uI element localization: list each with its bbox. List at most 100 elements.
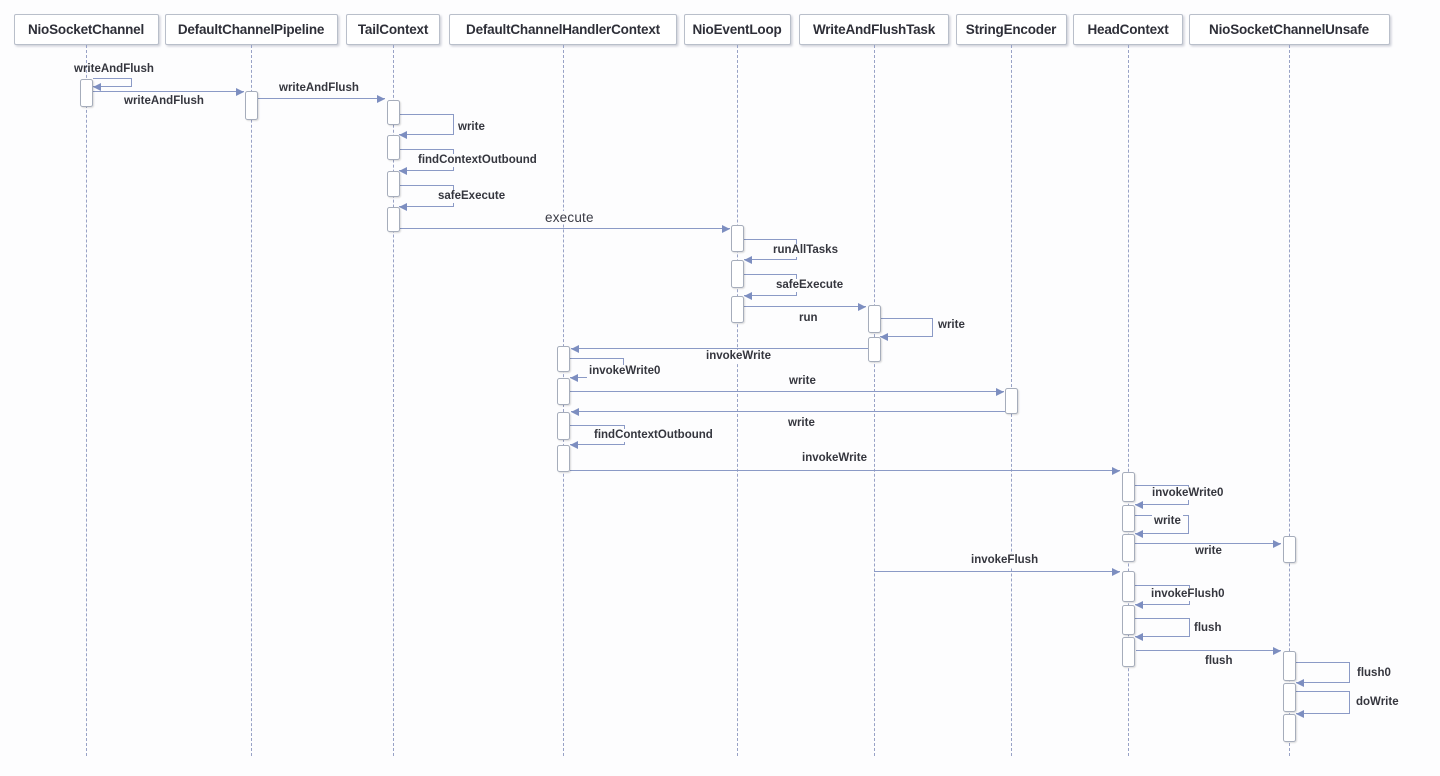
message-line	[570, 470, 1120, 472]
activation-bar	[1122, 571, 1135, 602]
message-label: write	[786, 417, 817, 430]
message-line	[258, 98, 385, 100]
arrowhead-icon	[377, 94, 385, 103]
lifeline	[1128, 45, 1129, 756]
arrowhead-icon	[1112, 466, 1120, 475]
activation-bar	[80, 79, 93, 107]
activation-bar	[731, 296, 744, 323]
arrowhead-icon	[880, 332, 888, 341]
activation-bar	[1283, 651, 1296, 681]
arrowhead-icon	[399, 130, 407, 139]
arrowhead-icon	[1273, 539, 1281, 548]
message-label: findContextOutbound	[416, 154, 539, 167]
participant-box: DefaultChannelPipeline	[164, 14, 338, 45]
lifeline	[86, 45, 87, 756]
participant-box: NioSocketChannel	[13, 14, 159, 45]
message-label: invokeWrite0	[587, 365, 663, 378]
participant-box: StringEncoder	[955, 14, 1067, 45]
participant-label: DefaultChannelHandlerContext	[466, 22, 660, 37]
activation-bar	[557, 412, 570, 440]
activation-bar	[868, 305, 881, 333]
activation-bar	[557, 445, 570, 472]
participant-label: NioSocketChannelUnsafe	[1209, 22, 1369, 37]
message-label: run	[797, 312, 820, 325]
arrowhead-icon	[1296, 709, 1304, 718]
activation-bar	[1122, 637, 1135, 667]
self-call-loop	[93, 78, 132, 87]
activation-bar	[731, 225, 744, 252]
message-label: writeAndFlush	[122, 95, 206, 108]
arrowhead-icon	[1135, 632, 1143, 641]
arrowhead-icon	[996, 387, 1004, 396]
arrowhead-icon	[571, 407, 579, 416]
arrowhead-icon	[570, 373, 578, 382]
arrowhead-icon	[722, 224, 730, 233]
message-label: invokeFlush	[969, 554, 1041, 567]
activation-bar	[1122, 605, 1135, 635]
activation-bar	[1283, 714, 1296, 742]
activation-bar	[1122, 472, 1135, 502]
self-call-loop	[880, 318, 933, 337]
lifeline	[393, 45, 394, 756]
message-line	[571, 411, 1005, 413]
activation-bar	[1283, 536, 1296, 563]
activation-bar	[387, 207, 400, 232]
message-label: invokeWrite0	[1150, 487, 1226, 500]
activation-bar	[868, 337, 881, 362]
message-label: writeAndFlush	[277, 82, 361, 95]
message-label: write	[787, 375, 818, 388]
message-label: flush	[1203, 655, 1235, 668]
message-label: safeExecute	[774, 279, 846, 292]
message-label: invokeWrite	[800, 452, 869, 465]
message-line	[93, 91, 244, 93]
participant-box: HeadContext	[1073, 14, 1183, 45]
activation-bar	[1122, 534, 1135, 562]
message-line	[400, 228, 730, 230]
arrowhead-icon	[93, 82, 101, 91]
self-call-loop	[399, 114, 454, 135]
message-label: findContextOutbound	[592, 429, 715, 442]
participant-box: TailContext	[346, 14, 440, 45]
arrowhead-icon	[571, 344, 579, 353]
message-line	[874, 571, 1120, 573]
message-label: writeAndFlush	[74, 63, 154, 75]
participant-label: HeadContext	[1087, 22, 1169, 37]
participant-box: DefaultChannelHandlerContext	[449, 14, 677, 45]
message-line	[1135, 543, 1281, 545]
activation-bar	[387, 135, 400, 160]
message-label: runAllTasks	[771, 244, 840, 257]
participant-label: NioEventLoop	[692, 22, 782, 37]
participant-box: NioSocketChannelUnsafe	[1188, 14, 1390, 45]
lifeline	[874, 45, 875, 756]
activation-bar	[557, 378, 570, 405]
message-label: safeExecute	[436, 190, 508, 203]
arrowhead-icon	[1273, 646, 1281, 655]
lifeline	[737, 45, 738, 756]
message-label: write	[1152, 515, 1183, 528]
activation-bar	[387, 100, 400, 125]
arrowhead-icon	[236, 87, 244, 96]
participant-box: NioEventLoop	[683, 14, 791, 45]
message-label: write	[936, 319, 967, 332]
message-line	[1136, 650, 1281, 652]
message-label: invokeWrite	[704, 350, 773, 363]
message-label: execute	[543, 210, 596, 225]
arrowhead-icon	[1135, 600, 1143, 609]
arrowhead-icon	[399, 166, 407, 175]
arrowhead-icon	[399, 202, 407, 211]
message-label: write	[1193, 545, 1224, 558]
arrowhead-icon	[858, 302, 866, 311]
message-label: flush0	[1355, 667, 1393, 680]
arrowhead-icon	[744, 291, 752, 300]
arrowhead-icon	[1135, 500, 1143, 509]
message-line	[571, 348, 868, 350]
activation-bar	[1122, 505, 1135, 532]
message-line	[570, 391, 1004, 393]
arrowhead-icon	[1112, 567, 1120, 576]
participant-box: WriteAndFlushTask	[799, 14, 949, 45]
participant-label: DefaultChannelPipeline	[177, 22, 325, 37]
message-label: doWrite	[1354, 696, 1401, 709]
message-label: write	[456, 121, 487, 134]
activation-bar	[731, 260, 744, 288]
